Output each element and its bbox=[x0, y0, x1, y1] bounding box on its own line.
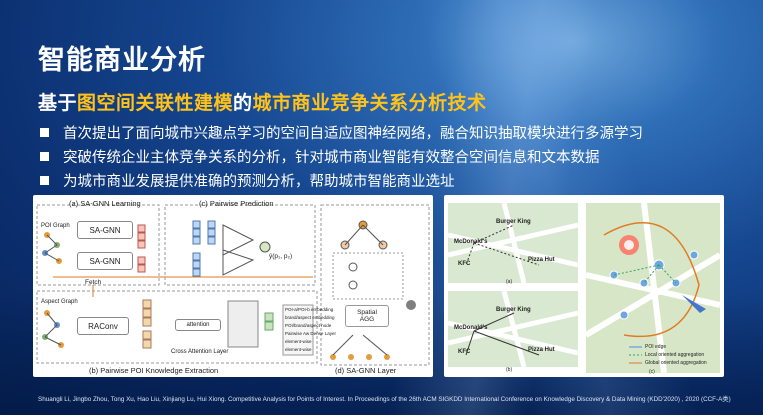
attention-box: attention bbox=[175, 319, 221, 331]
agg-label: AGG bbox=[359, 316, 375, 323]
legend-3: POI/brand/aspect node bbox=[285, 323, 332, 328]
fetch-label: Fetch bbox=[85, 279, 102, 286]
map-caption-c: (c) bbox=[649, 369, 655, 375]
pizza-hut-label-a: Pizza Hut bbox=[528, 257, 555, 263]
subtitle-highlight-2: 城市商业竞争关系分析技术 bbox=[252, 92, 487, 114]
map-caption-b: (b) bbox=[506, 367, 513, 373]
map-figure: Burger King McDonald's KFC Pizza Hut Bur… bbox=[444, 195, 724, 377]
legend-5: element-wise bbox=[285, 339, 312, 344]
subtitle-prefix: 基于 bbox=[38, 92, 78, 114]
subtitle-mid: 的 bbox=[233, 92, 253, 114]
legend-1: POI-a/POI-b embedding bbox=[285, 307, 334, 312]
cross-attention-label: Cross Attention Layer bbox=[171, 349, 229, 355]
legend-global: Global oriented aggregation bbox=[645, 360, 707, 366]
kfc-label-b: KFC bbox=[458, 349, 471, 355]
bullet-item: 突破传统企业主体竞争关系的分析，针对城市商业智能有效整合空间信息和文本数据 bbox=[40, 144, 740, 168]
bullet-list: 首次提出了面向城市兴趣点学习的空间自适应图神经网络，融合知识抽取模块进行多源学习… bbox=[40, 120, 740, 192]
spatial-label: Spatial bbox=[357, 309, 377, 316]
map-diagram bbox=[447, 202, 722, 374]
citation-footer: Shuangli Li, Jingbo Zhou, Tong Xu, Hao L… bbox=[38, 396, 731, 403]
bullet-square-icon bbox=[40, 127, 49, 137]
slide-subtitle: 基于图空间关联性建模的城市商业竞争关系分析技术 bbox=[38, 88, 487, 115]
bullet-text: 为城市商业发展提供准确的预测分析，帮助城市智能商业选址 bbox=[63, 173, 455, 190]
spatial-agg-box: Spatial AGG bbox=[345, 305, 389, 327]
legend-4: Pairwise Aw Dense Layer bbox=[285, 331, 336, 336]
mcdonalds-label-a: McDonald's bbox=[454, 239, 488, 245]
legend-6: element-wise bbox=[285, 347, 312, 352]
caption-b: (b) Pairwise POI Knowledge Extraction bbox=[89, 366, 219, 375]
legend-poi-edge: POI edge bbox=[645, 344, 667, 350]
burger-king-label-b: Burger King bbox=[496, 307, 531, 313]
poi-graph-label: POI Graph bbox=[41, 223, 70, 229]
bullet-item: 首次提出了面向城市兴趣点学习的空间自适应图神经网络，融合知识抽取模块进行多源学习 bbox=[40, 120, 740, 144]
pizza-hut-label-b: Pizza Hut bbox=[528, 347, 555, 353]
legend-local: Local oriented aggregation bbox=[645, 352, 705, 358]
bullet-item: 为城市商业发展提供准确的预测分析，帮助城市智能商业选址 bbox=[40, 168, 740, 192]
kfc-label-a: KFC bbox=[458, 261, 471, 267]
aspect-graph-label: Aspect Graph bbox=[41, 299, 78, 305]
slide-title: 智能商业分析 bbox=[38, 45, 206, 76]
sagnn-box-1: SA-GNN bbox=[77, 221, 133, 239]
bullet-square-icon bbox=[40, 151, 49, 161]
bullet-text: 首次提出了面向城市兴趣点学习的空间自适应图神经网络，融合知识抽取模块进行多源学习 bbox=[63, 125, 643, 142]
legend-2: brand/aspect embedding bbox=[285, 315, 335, 320]
prediction-label: ŷ(p₁, p₂) bbox=[269, 253, 293, 260]
burger-king-label-a: Burger King bbox=[496, 219, 531, 225]
subtitle-highlight-1: 图空间关联性建模 bbox=[77, 92, 234, 114]
bullet-square-icon bbox=[40, 175, 49, 185]
raconv-box: RAConv bbox=[77, 317, 129, 335]
caption-a: (a) SA-GNN Learning bbox=[69, 199, 141, 208]
architecture-figure: (a) SA-GNN Learning (c) Pairwise Predict… bbox=[33, 195, 433, 377]
architecture-diagram bbox=[36, 204, 430, 366]
mcdonalds-label-b: McDonald's bbox=[454, 325, 488, 331]
sagnn-box-2: SA-GNN bbox=[77, 252, 133, 270]
bullet-text: 突破传统企业主体竞争关系的分析，针对城市商业智能有效整合空间信息和文本数据 bbox=[63, 149, 600, 166]
caption-c: (c) Pairwise Prediction bbox=[199, 199, 274, 208]
caption-d: (d) SA-GNN Layer bbox=[335, 366, 397, 375]
map-caption-a: (a) bbox=[506, 279, 513, 285]
